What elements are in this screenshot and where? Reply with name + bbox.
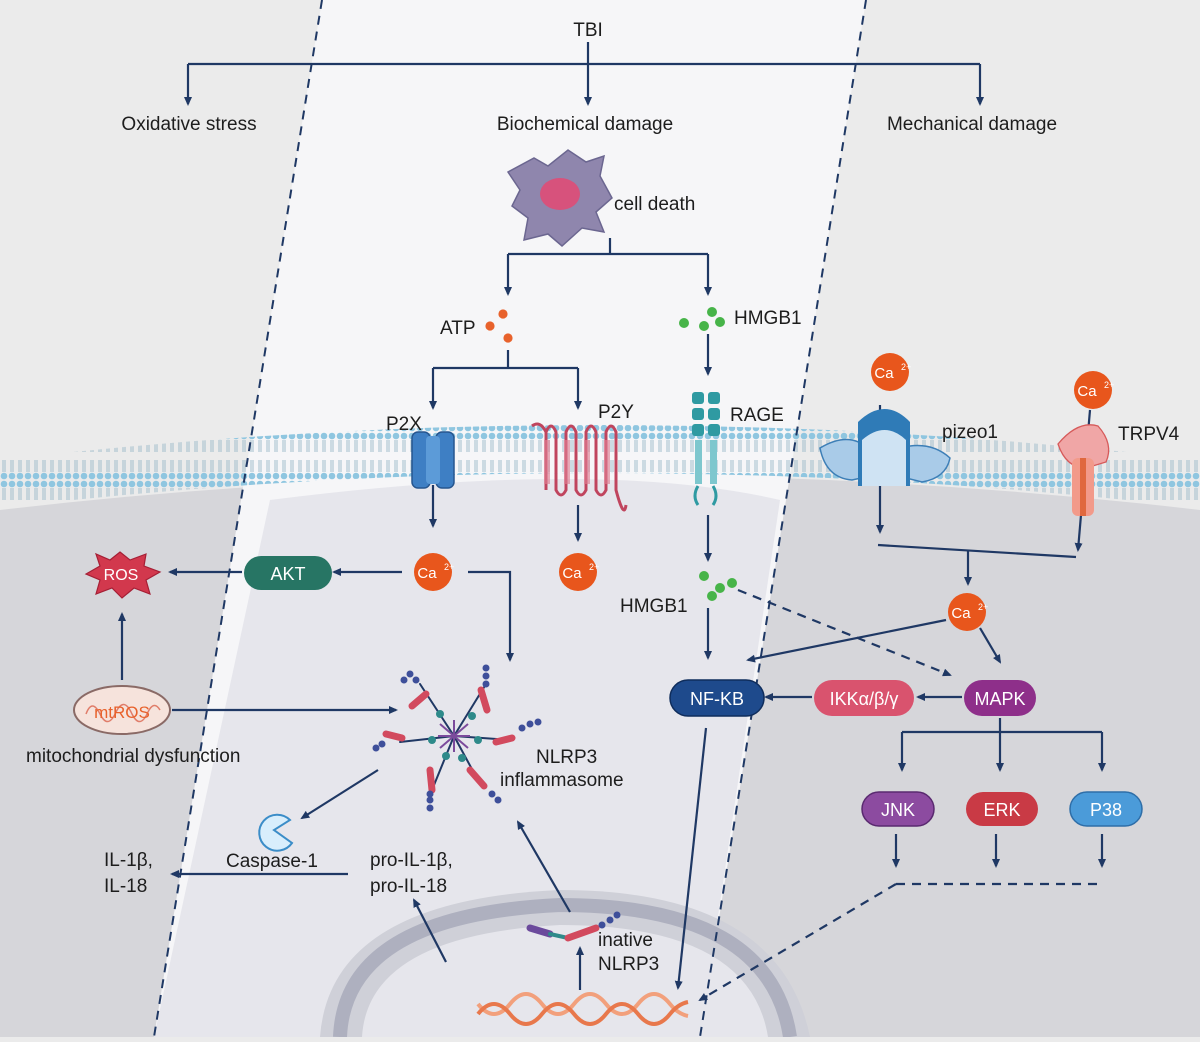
calcium-ion-intracellular: Ca 2+ [948, 593, 988, 631]
ros-burst-icon: ROS [84, 551, 162, 599]
svg-text:Ca: Ca [417, 565, 437, 582]
trpv4-label: TRPV4 [1118, 424, 1180, 445]
mitochondria-icon: mtROS [73, 685, 171, 735]
svg-text:P38: P38 [1090, 800, 1122, 820]
svg-text:ROS: ROS [104, 567, 139, 584]
dna-helix-icon [476, 992, 689, 1026]
svg-text:MAPK: MAPK [974, 689, 1025, 709]
rage-receptor-icon [692, 392, 720, 506]
ikk-pill: IKKα/β/γ [814, 680, 914, 716]
p2x-label: P2X [386, 414, 422, 435]
p2x-channel-icon [411, 431, 455, 489]
hmgb1-mid-label: HMGB1 [620, 596, 688, 617]
svg-text:AKT: AKT [270, 564, 305, 584]
svg-text:IKKα/β/γ: IKKα/β/γ [830, 689, 899, 709]
cell-death-label: cell death [614, 194, 695, 215]
atp-molecules [485, 309, 513, 343]
svg-text:2+: 2+ [901, 362, 911, 372]
svg-text:mtROS: mtROS [94, 703, 150, 722]
inative-label-line2: NLRP3 [598, 954, 659, 975]
pro-il-label-line2: pro-IL-18 [370, 876, 447, 897]
p38-pill: P38 [1069, 791, 1143, 827]
calcium-ion-p2x: Ca 2+ [414, 553, 454, 591]
hmgb1-molecules-top [679, 307, 725, 331]
akt-pill: AKT [244, 556, 332, 590]
cell-icon [506, 149, 613, 247]
calcium-ion-extracellular-2: Ca 2+ [1074, 371, 1114, 409]
svg-text:2+: 2+ [444, 562, 454, 572]
tbi-label: TBI [573, 20, 603, 41]
il-label-line1: IL-1β, [104, 850, 153, 871]
piezo1-label: pizeo1 [942, 422, 998, 443]
svg-text:2+: 2+ [1104, 380, 1114, 390]
svg-text:ERK: ERK [983, 800, 1020, 820]
svg-text:2+: 2+ [978, 602, 988, 612]
svg-text:2+: 2+ [589, 562, 599, 572]
nlrp3-label-line1: NLRP3 [536, 747, 597, 768]
il-label-line2: IL-18 [104, 876, 147, 897]
rage-label: RAGE [730, 405, 784, 426]
erk-pill: ERK [966, 792, 1038, 826]
atp-label: ATP [440, 318, 476, 339]
calcium-ion-extracellular-1: Ca 2+ [871, 353, 911, 391]
hmgb1-molecules-mid [699, 571, 737, 601]
svg-text:NF-KB: NF-KB [690, 689, 744, 709]
svg-text:Ca: Ca [1077, 383, 1097, 400]
caspase-pacman-icon [258, 813, 294, 852]
svg-text:Ca: Ca [874, 365, 894, 382]
mechanical-damage-label: Mechanical damage [887, 114, 1057, 135]
pro-il-label-line1: pro-IL-1β, [370, 850, 453, 871]
svg-text:JNK: JNK [881, 800, 915, 820]
svg-text:Ca: Ca [951, 605, 971, 622]
trpv4-channel-icon [1057, 424, 1110, 516]
piezo1-channel-icon [819, 409, 951, 486]
hmgb1-top-label: HMGB1 [734, 308, 802, 329]
nlrp3-label-line2: inflammasome [500, 770, 624, 791]
calcium-ion-p2y: Ca 2+ [559, 553, 599, 591]
p2y-helices [544, 440, 610, 484]
mito-dysfunction-label: mitochondrial dysfunction [26, 746, 240, 767]
p2y-label: P2Y [598, 402, 634, 423]
p2y-receptor-icon [531, 422, 628, 512]
nlrp3-chain-icon [526, 911, 621, 942]
nfkb-pill: NF-KB [669, 679, 765, 717]
biochemical-damage-label: Biochemical damage [497, 114, 673, 135]
inative-label-line1: inative [598, 930, 653, 951]
mapk-pill: MAPK [964, 680, 1036, 716]
caspase-label: Caspase-1 [226, 851, 318, 872]
inflammasome-icon [372, 664, 542, 812]
oxidative-stress-label: Oxidative stress [121, 114, 256, 135]
calcium-ions: Ca 2+ Ca 2+ Ca 2+ Ca 2+ Ca 2+ [414, 353, 1114, 631]
svg-text:Ca: Ca [562, 565, 582, 582]
jnk-pill: JNK [861, 791, 935, 827]
